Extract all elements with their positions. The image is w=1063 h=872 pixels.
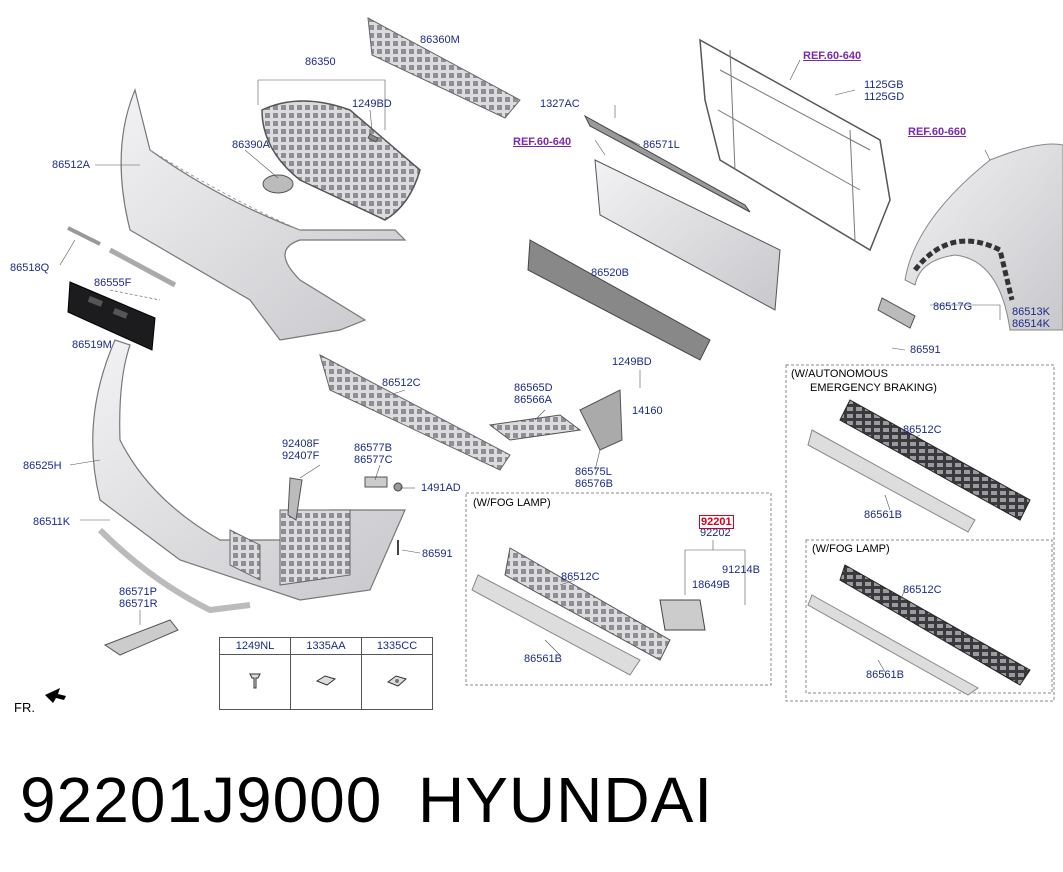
ref-60-640-a[interactable]: REF.60-640 [513,136,572,148]
hardware-header-1249nl[interactable]: 1249NL [219,637,291,655]
callout-86518q[interactable]: 86518Q [10,262,50,274]
callout-86512c-a[interactable]: 86512C [382,377,421,389]
aeb-box-title-line2: EMERGENCY BRAKING) [810,382,937,394]
callout-92202[interactable]: 92202 [700,527,731,539]
callout-92407f[interactable]: 92407F [282,450,320,462]
caption-brand: HYUNDAI [418,764,714,836]
callout-86591-a[interactable]: 86591 [422,548,453,560]
fog-lamp [659,599,706,631]
clip-icon [290,654,362,710]
callout-86512c-d[interactable]: 86512C [903,584,942,596]
callout-86565d[interactable]: 86565D [514,382,553,394]
screw [367,133,379,143]
callout-86575l[interactable]: 86575L [575,466,612,478]
back-beam [594,159,781,311]
callout-1249bd-a[interactable]: 1249BD [352,98,392,110]
callout-1249bd-b[interactable]: 1249BD [612,356,652,368]
box-fog-lamp [465,492,772,686]
lower-grille-fog [504,547,671,661]
callout-86520b[interactable]: 86520B [591,267,629,279]
upper-grille-strip [367,17,521,119]
parts-drawing [45,17,1063,703]
callout-86512c-b[interactable]: 86512C [561,571,600,583]
fog-lamp-box-title: (W/FOG LAMP) [473,497,551,509]
callout-1125gb[interactable]: 1125GB [864,79,904,91]
callout-86513k[interactable]: 86513K [1012,306,1050,318]
front-direction-label: FR. [14,700,35,715]
bracket-86575l [579,389,623,451]
callout-92408f[interactable]: 92408F [282,438,320,450]
callout-1327ac[interactable]: 1327AC [540,98,580,110]
front-arrow-icon [45,688,66,703]
callout-86576b[interactable]: 86576B [575,478,613,490]
garnish-aeb-fog [807,594,979,696]
callout-86519m[interactable]: 86519M [72,339,112,351]
trim-strip-86555f [108,247,177,288]
aeb-box-title-line1: (W/AUTONOMOUS [791,368,888,380]
emblem [262,174,294,194]
hardware-table: 1249NL 1335AA 1335CC [219,637,433,710]
callout-86525h[interactable]: 86525H [23,460,62,472]
callout-86512c-c[interactable]: 86512C [903,424,942,436]
callout-86511k[interactable]: 86511K [33,516,71,528]
garnish-fog [471,574,641,676]
callout-18649b[interactable]: 18649B [692,579,730,591]
callout-86577c[interactable]: 86577C [354,454,393,466]
callout-86561b-b[interactable]: 86561B [864,509,902,521]
side-bracket [287,477,303,521]
callout-86561b-a[interactable]: 86561B [524,653,562,665]
callout-86566a[interactable]: 86566A [514,394,552,406]
parts-diagram: 86360M 86350 1249BD 86390A 86512A 86518Q… [10,17,1063,715]
ref-60-640-b[interactable]: REF.60-640 [803,50,862,62]
lower-grille-aeb [839,399,1031,521]
fog-bezel [103,619,179,656]
hardware-header-1335aa[interactable]: 1335AA [290,637,362,655]
fender [904,143,1063,331]
radiator-support [699,38,891,252]
radiator-grille [261,100,421,221]
callout-86555f[interactable]: 86555F [94,277,132,289]
garnish-aeb [807,429,976,533]
energy-absorber [527,239,711,361]
bumper-cover [120,88,407,341]
callout-86591-b[interactable]: 86591 [910,344,941,356]
callout-86571r[interactable]: 86571R [119,598,158,610]
callout-1125gd[interactable]: 1125GD [864,91,905,103]
callout-86514k[interactable]: 86514K [1012,318,1050,330]
deflector [488,414,582,441]
callout-86561b-c[interactable]: 86561B [866,669,904,681]
callout-1491ad[interactable]: 1491AD [421,482,461,494]
lower-grille-aeb-fog [839,564,1031,686]
callout-86350[interactable]: 86350 [305,56,336,68]
screw-icon [219,654,291,710]
box-aeb [785,364,1055,702]
ref-60-660[interactable]: REF.60-660 [908,126,967,138]
callout-86390a[interactable]: 86390A [232,139,270,151]
callout-86577b[interactable]: 86577B [354,442,392,454]
trim-strip-86518q [67,226,101,246]
callout-92201-highlighted[interactable]: 92201 [699,515,734,529]
callout-86571p[interactable]: 86571P [119,586,157,598]
callout-14160[interactable]: 14160 [632,405,663,417]
box-aeb-fog [805,539,1053,694]
callout-91214b[interactable]: 91214B [722,564,760,576]
caption-part-number: 92201J9000 [20,764,383,836]
fender-bracket [877,297,916,329]
callout-86517g[interactable]: 86517G [933,301,973,313]
callout-86360m[interactable]: 86360M [420,34,460,46]
callout-86512a[interactable]: 86512A [52,159,90,171]
callout-86571l[interactable]: 86571L [643,139,680,151]
beam-upper [583,114,751,213]
lower-lip [97,527,251,614]
clip-nut-icon [361,654,433,710]
lower-grille-center [319,354,511,471]
hardware-header-1335cc[interactable]: 1335CC [361,637,433,655]
aeb-fog-box-title: (W/FOG LAMP) [812,543,890,555]
